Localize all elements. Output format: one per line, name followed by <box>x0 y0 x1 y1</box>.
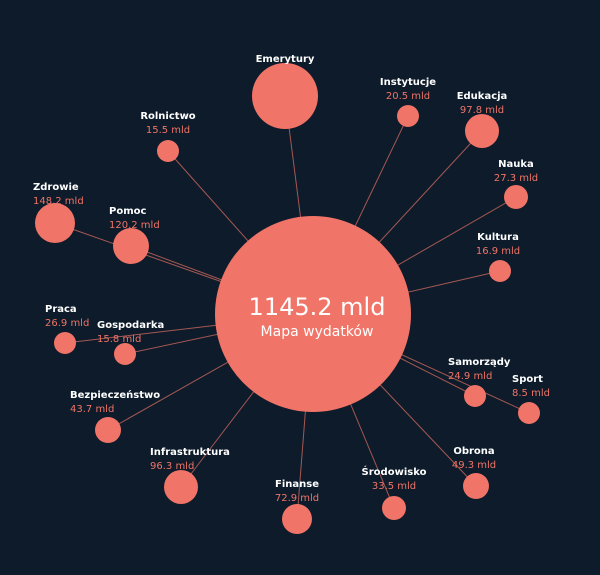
bubble-rolnictwo <box>157 140 179 162</box>
value-zdrowie: 148.2 mld <box>33 196 84 207</box>
label-instytucje: Instytucje <box>380 77 436 88</box>
value-gospodarka: 15.8 mld <box>97 334 141 345</box>
label-kultura: Kultura <box>477 232 519 243</box>
label-gospodarka: Gospodarka <box>97 320 164 331</box>
value-bezpieczenstwo: 43.7 mld <box>70 404 114 415</box>
bubble-sport <box>518 402 540 424</box>
value-obrona: 49.3 mld <box>452 460 496 471</box>
bubble-finanse <box>282 504 312 534</box>
value-edukacja: 97.8 mld <box>460 105 504 116</box>
bubble-emerytury <box>252 63 318 129</box>
bubble-zdrowie <box>35 203 75 243</box>
bubble-samorzady <box>464 385 486 407</box>
value-pomoc: 120.2 mld <box>109 220 160 231</box>
label-pomoc: Pomoc <box>109 206 146 217</box>
label-srodowisko: Środowisko <box>362 465 427 478</box>
label-nauka: Nauka <box>498 159 534 170</box>
label-finanse: Finanse <box>275 479 319 490</box>
value-praca: 26.9 mld <box>45 318 89 329</box>
bubble-gospodarka <box>114 343 136 365</box>
bubble-nauka <box>504 185 528 209</box>
bubble-infrastruktura <box>164 470 198 504</box>
value-sport: 8.5 mld <box>512 388 550 399</box>
bubble-instytucje <box>397 105 419 127</box>
value-finanse: 72.9 mld <box>275 493 319 504</box>
center-subtitle: Mapa wydatków <box>261 324 374 340</box>
label-edukacja: Edukacja <box>457 91 508 102</box>
center-total-label: 1145.2 mld <box>249 293 386 321</box>
bubble-praca <box>54 332 76 354</box>
label-rolnictwo: Rolnictwo <box>140 111 195 122</box>
label-samorzady: Samorządy <box>448 357 511 368</box>
bubble-layer <box>35 63 540 534</box>
value-nauka: 27.3 mld <box>494 173 538 184</box>
label-zdrowie: Zdrowie <box>33 182 79 193</box>
bubble-bezpieczenstwo <box>95 417 121 443</box>
label-praca: Praca <box>45 304 77 315</box>
label-sport: Sport <box>512 374 543 385</box>
bubble-pomoc <box>113 228 149 264</box>
value-srodowisko: 33.5 mld <box>372 481 416 492</box>
value-instytucje: 20.5 mld <box>386 91 430 102</box>
bubble-kultura <box>489 260 511 282</box>
label-bezpieczenstwo: Bezpieczeństwo <box>70 389 160 401</box>
value-samorzady: 24.9 mld <box>448 371 492 382</box>
center-bubble <box>215 216 411 412</box>
value-infrastruktura: 96.3 mld <box>150 461 194 472</box>
bubble-edukacja <box>465 114 499 148</box>
label-emerytury: Emerytury <box>256 54 315 65</box>
label-obrona: Obrona <box>453 446 494 457</box>
value-rolnictwo: 15.5 mld <box>146 125 190 136</box>
center-hub: 1145.2 mld Mapa wydatków <box>215 216 411 412</box>
label-infrastruktura: Infrastruktura <box>150 447 230 458</box>
bubble-srodowisko <box>382 496 406 520</box>
value-kultura: 16.9 mld <box>476 246 520 257</box>
bubble-obrona <box>463 473 489 499</box>
